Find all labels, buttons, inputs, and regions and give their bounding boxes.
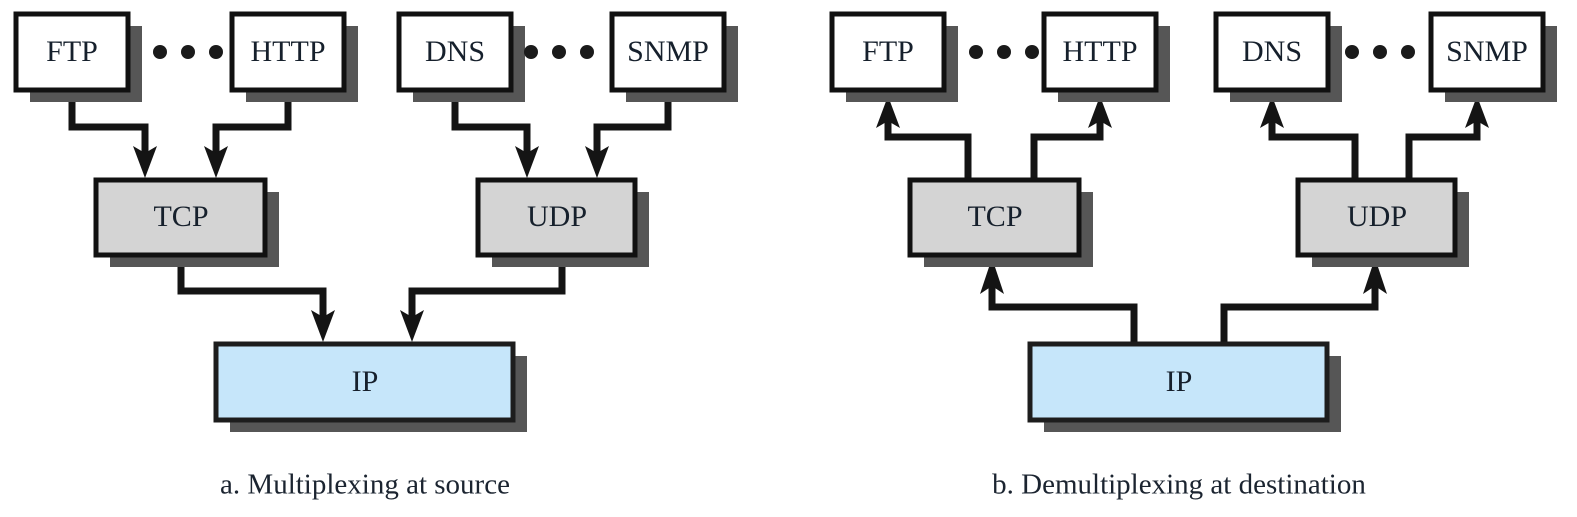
tcp-box-label-destination: TCP [967,200,1022,233]
caption-demultiplexing-at-destination: b. Demultiplexing at destination [992,469,1366,501]
udp-box-label-source: UDP [527,200,587,233]
ellipsis-ftp-http-source [153,45,223,59]
ellipsis-dot [1401,45,1415,59]
arrowhead-tcp-to-ftp [876,96,900,128]
dns-box-destination [1213,11,1331,93]
ftp-box-label-destination: FTP [862,35,914,68]
tcp-box-destination [907,177,1082,258]
connector-http-to-tcp [212,90,292,158]
connector-ftp-to-tcp [68,90,149,158]
app-box-ftp-destination: FTP [829,11,958,102]
ellipsis-ftp-http-destination [969,45,1039,59]
panel-multiplexing-at-source: FTP HTTP DNS [13,11,738,501]
http-box-label-source: HTTP [251,35,326,68]
dns-box-label-source: DNS [425,35,485,68]
ellipsis-dot [969,45,983,59]
arrowhead-tcp-to-http [1088,96,1112,128]
transport-box-tcp-destination: TCP [907,177,1093,267]
panel-demultiplexing-at-destination: FTP HTTP DNS [829,11,1557,501]
ip-box-label-source: IP [352,365,379,398]
arrowhead-udp-to-dns [1260,96,1284,128]
app-box-snmp-source: SNMP [609,11,738,102]
arrowhead-ip-to-tcp [980,258,1004,294]
connector-tcp-to-http [1030,116,1104,180]
ellipsis-dot [552,45,566,59]
udp-box-label-destination: UDP [1347,200,1407,233]
ftp-box-source [13,11,131,93]
caption-multiplexing-at-source: a. Multiplexing at source [220,469,510,501]
ellipsis-dot [997,45,1011,59]
connector-dns-to-udp [451,90,531,158]
arrowhead-dns-to-udp [515,146,539,178]
connector-group-ip-right [980,258,1387,344]
ftp-box-label-source: FTP [46,35,98,68]
connector-udp-to-dns [1268,116,1359,180]
ftp-box-destination [829,11,947,93]
connector-group-tcp-left [68,90,292,178]
snmp-box-label-destination: SNMP [1446,35,1528,68]
ellipsis-dot [524,45,538,59]
http-box-destination [1041,11,1159,93]
ellipsis-dot [1345,45,1359,59]
arrowhead-udp-to-ip [400,310,424,342]
udp-box-source [475,177,638,258]
dns-box-label-destination: DNS [1242,35,1302,68]
arrowhead-udp-to-snmp [1465,96,1489,128]
app-box-dns-source: DNS [396,11,525,102]
ellipsis-dot [181,45,195,59]
connector-group-udp-right [1260,96,1489,180]
connector-ip-to-udp [1220,282,1379,344]
ellipsis-dot [209,45,223,59]
ellipsis-dot [153,45,167,59]
arrowhead-ip-to-udp [1363,258,1387,294]
ip-box-destination [1027,341,1330,423]
connector-group-ip-left [177,255,566,342]
app-box-dns-destination: DNS [1213,11,1342,102]
connector-group-udp-left [451,90,672,178]
dns-box-source [396,11,514,93]
transport-box-tcp-source: TCP [93,177,279,267]
connector-tcp-to-ftp [884,116,972,180]
arrowhead-tcp-to-ip [311,310,335,342]
http-box-source [229,11,347,93]
ip-box-label-destination: IP [1166,365,1193,398]
app-box-ftp-source: FTP [13,11,142,102]
connector-udp-to-snmp [1405,116,1481,180]
transport-box-udp-source: UDP [475,177,649,267]
app-box-http-source: HTTP [229,11,358,102]
connector-snmp-to-udp [593,90,672,158]
tcp-box-label-source: TCP [153,200,208,233]
tcp-box-source [93,177,268,258]
ellipsis-dot [580,45,594,59]
connector-udp-to-ip [408,255,566,322]
arrowhead-snmp-to-udp [585,146,609,178]
ellipsis-dns-snmp-source [524,45,594,59]
app-box-snmp-destination: SNMP [1428,11,1557,102]
udp-box-destination [1295,177,1458,258]
connector-tcp-to-ip [177,255,327,322]
snmp-box-source [609,11,727,93]
ellipsis-dot [1373,45,1387,59]
snmp-box-destination [1428,11,1546,93]
http-box-label-destination: HTTP [1063,35,1138,68]
transport-box-udp-destination: UDP [1295,177,1469,267]
arrowhead-http-to-tcp [204,146,228,178]
arrowhead-ftp-to-tcp [133,146,157,178]
ellipsis-dns-snmp-destination [1345,45,1415,59]
connector-ip-to-tcp [988,282,1138,344]
network-box-ip-source: IP [213,341,527,432]
network-box-ip-destination: IP [1027,341,1341,432]
snmp-box-label-source: SNMP [627,35,709,68]
app-box-http-destination: HTTP [1041,11,1170,102]
ellipsis-dot [1025,45,1039,59]
connector-group-tcp-right [876,96,1112,180]
ip-box-source [213,341,516,423]
